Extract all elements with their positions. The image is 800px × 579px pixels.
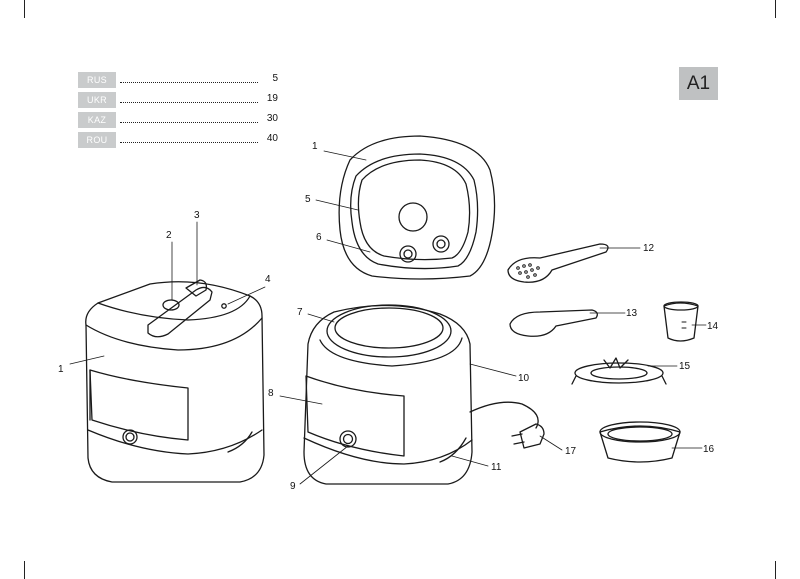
open-cooker-display-panel	[305, 375, 405, 457]
language-page-number: 40	[266, 133, 278, 144]
figure-badge: A1	[679, 67, 718, 100]
plug-pin-bottom	[513, 441, 525, 445]
closed-cooker-side-slot	[227, 431, 253, 453]
language-page-number: 19	[266, 93, 278, 104]
callout-4: 4	[265, 274, 271, 285]
inner-lid-valve	[398, 202, 428, 232]
language-row-rus[interactable]: RUS 5	[78, 72, 278, 88]
callout-13: 13	[626, 308, 638, 319]
open-cooker-body	[303, 304, 473, 485]
language-row-ukr[interactable]: UKR 19	[78, 92, 278, 108]
inner-lid-gasket	[357, 159, 471, 261]
callout-3: 3	[194, 210, 200, 221]
open-cooker-rim	[319, 337, 463, 367]
steam-rack-inner-ring	[590, 366, 648, 380]
steam-valve	[162, 299, 180, 311]
closed-cooker	[85, 279, 265, 483]
closed-cooker-band	[87, 429, 263, 455]
open-cooker-knob	[339, 430, 357, 448]
steam-rack-ring	[574, 362, 664, 384]
steam-rack-legs	[571, 357, 667, 385]
callout-2: 2	[166, 230, 172, 241]
measuring-cup	[663, 302, 699, 342]
closed-cooker-display-panel	[89, 369, 189, 441]
steam-basket	[599, 425, 681, 463]
dot-leader	[120, 142, 258, 143]
callout-7: 7	[297, 307, 303, 318]
open-cooker	[303, 304, 473, 485]
callout-14: 14	[707, 321, 719, 332]
pressure-indicator	[221, 303, 227, 309]
steam-basket-rim	[599, 421, 681, 443]
language-code: KAZ	[78, 112, 116, 128]
steam-basket-inner	[607, 426, 673, 442]
plug-body	[519, 423, 545, 449]
closed-cooker-lid-rim	[85, 317, 263, 351]
inner-pot-rim	[326, 304, 452, 358]
crop-mark-top-right	[775, 0, 776, 18]
callout-15: 15	[679, 361, 691, 372]
callout-16: 16	[703, 444, 715, 455]
inner-lid-float-valve-right-center	[436, 239, 446, 249]
inner-lid-float-valve-left	[399, 245, 417, 263]
open-cooker-side-slot	[439, 437, 467, 463]
cord-line	[469, 401, 539, 429]
crop-mark-bottom-right	[775, 561, 776, 579]
leader-lines	[69, 150, 707, 485]
callout-17: 17	[565, 446, 577, 457]
callout-6: 6	[316, 232, 322, 243]
callout-1-closed-cooker: 1	[58, 364, 64, 375]
callout-9: 9	[290, 481, 296, 492]
inner-pot-inside	[334, 307, 444, 349]
language-code: RUS	[78, 72, 116, 88]
accessories	[507, 243, 699, 463]
rice-spoon	[509, 309, 598, 337]
inner-lid-outer-shell	[338, 135, 496, 280]
dot-leader	[120, 82, 258, 83]
inner-lid	[338, 135, 496, 280]
crop-mark-bottom-left	[24, 561, 25, 579]
language-code: ROU	[78, 132, 116, 148]
steam-valve-housing	[147, 286, 213, 338]
lid-release-button	[185, 279, 208, 297]
dot-leader	[120, 122, 258, 123]
language-row-kaz[interactable]: KAZ 30	[78, 112, 278, 128]
power-cord	[469, 401, 545, 449]
plug-pin-top	[511, 433, 523, 437]
callout-labels: 1 2 3 4 1 5 6 7 8 9 10 11 12 13 14 15 16…	[58, 141, 719, 492]
crop-mark-top-left	[24, 0, 25, 18]
open-cooker-knob-center	[342, 433, 354, 445]
spatula	[507, 243, 609, 283]
dot-leader	[120, 102, 258, 103]
open-cooker-band	[303, 437, 473, 465]
callout-10: 10	[518, 373, 530, 384]
closed-cooker-knob	[122, 429, 138, 445]
inner-lid-float-valve-left-center	[403, 249, 413, 259]
measuring-cup-rim	[663, 301, 699, 311]
callout-1-inner-lid: 1	[312, 141, 318, 152]
language-page-number: 30	[266, 113, 278, 124]
closed-cooker-body	[85, 281, 265, 483]
closed-cooker-knob-center	[125, 432, 135, 442]
inner-lid-float-valve-right	[432, 235, 450, 253]
callout-8: 8	[268, 388, 274, 399]
closed-cooker-lid-top	[97, 295, 251, 321]
language-row-rou[interactable]: ROU 40	[78, 132, 278, 148]
spatula-holes	[516, 263, 540, 279]
callout-12: 12	[643, 243, 655, 254]
language-page-number: 5	[272, 73, 278, 84]
callout-11: 11	[491, 462, 502, 473]
callout-5: 5	[305, 194, 311, 205]
inner-lid-inner-edge	[350, 153, 479, 270]
language-code: UKR	[78, 92, 116, 108]
